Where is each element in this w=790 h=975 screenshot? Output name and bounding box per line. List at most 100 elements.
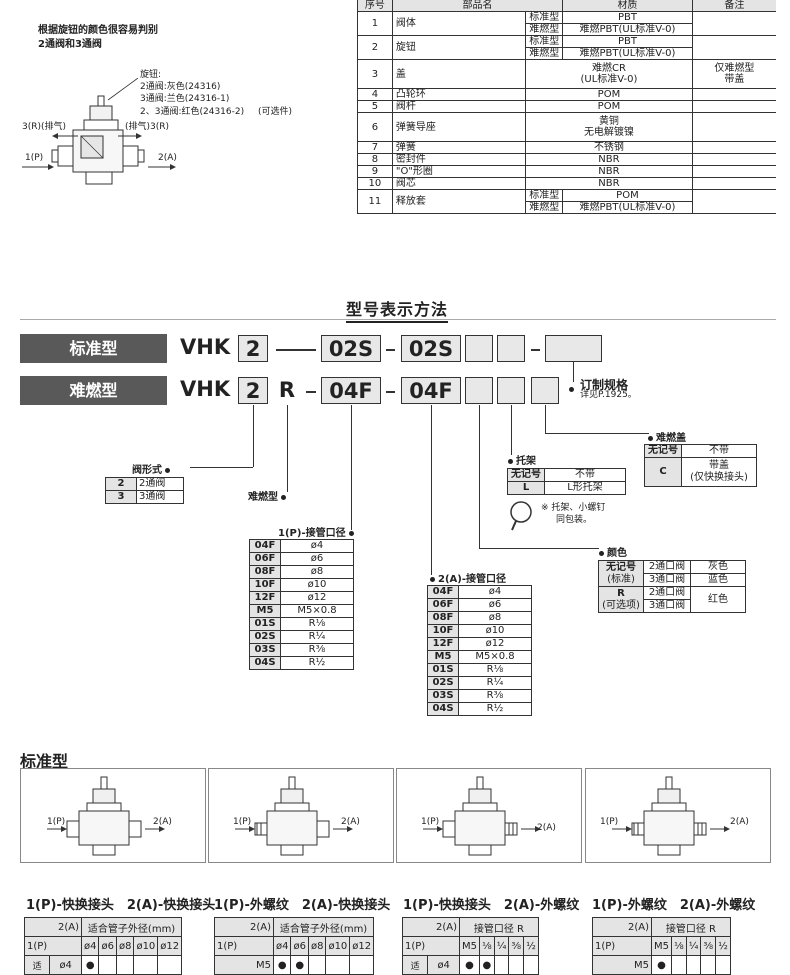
caption-1: 1(P)-快换接头 2(A)-快换接头 <box>26 898 216 913</box>
box-p-port-row1: 02S <box>321 335 381 362</box>
value: 带盖 (仅快换接头) <box>681 457 757 487</box>
knob-2way: 2通阀:灰色(24316) <box>140 82 221 92</box>
part-variant: 标准型 <box>525 189 564 202</box>
box-color-row1 <box>465 335 493 362</box>
part-note <box>691 153 776 166</box>
grid-col: ⅜ <box>508 936 525 956</box>
code: 12F <box>427 637 459 651</box>
value: ø10 <box>458 624 532 638</box>
value: R¼ <box>458 676 532 690</box>
value: ø6 <box>458 598 532 612</box>
custom-dot <box>569 379 574 398</box>
box-valve-type-row1: 2 <box>238 335 268 362</box>
code: 10F <box>249 578 281 592</box>
code: 04F <box>427 585 459 599</box>
box-a-port-row1: 02S <box>401 335 461 362</box>
code: 03S <box>249 643 281 657</box>
code: 01S <box>427 663 459 677</box>
grid-col-label: 2(A) <box>592 917 652 937</box>
color-label: 颜色 <box>599 544 627 559</box>
grid-col: ø6 <box>98 936 117 956</box>
leader-p-port <box>351 405 352 530</box>
value: 3通阀 <box>136 490 184 504</box>
code: 2 <box>105 477 137 491</box>
part-no: 7 <box>357 141 393 154</box>
part-material: PBT <box>562 11 693 24</box>
grid-row-label: 1(P) <box>214 936 274 956</box>
color-table: 无记号 (标准) 2通口阀 灰色 3通口阀 蓝色 R (可选项) 2通口阀 红色… <box>598 560 746 613</box>
grid-header: 适合管子外径(mm) <box>80 917 183 937</box>
grid-cell <box>685 955 702 975</box>
part-material: POM <box>525 88 693 101</box>
grid-col: ø10 <box>133 936 159 956</box>
value: ø8 <box>458 611 532 625</box>
code: 04F <box>249 539 281 553</box>
picture-1: 1(P) 2(A) <box>20 768 206 863</box>
box-a-port-row2: 04F <box>401 377 461 404</box>
code: 08F <box>249 565 281 579</box>
grid-col: ø8 <box>115 936 135 956</box>
leader-fr <box>287 405 288 492</box>
value: R½ <box>280 656 354 670</box>
part-name: 阀杆 <box>391 100 527 113</box>
port-out-label: 2(A) <box>341 817 360 827</box>
grid-col: ½ <box>523 936 539 956</box>
grid-row-group: 适 <box>23 955 51 975</box>
caption-4: 1(P)-外螺纹 2(A)-外螺纹 <box>592 898 756 913</box>
code: 12F <box>249 591 281 605</box>
valve: 2通口阀 <box>643 586 691 600</box>
grid-col: ø8 <box>307 936 327 956</box>
part-name: 密封件 <box>391 153 527 166</box>
bracket-note-2: 同包装。 <box>556 515 593 525</box>
code: M5 <box>427 650 459 664</box>
fr-type-label: 难燃型 <box>248 488 286 503</box>
parts-table: 序号 部品名 材质 备注 1 阀体 标准型 PBT 难燃型 难燃PBT(UL标准… <box>357 0 776 214</box>
part-note: 仅难燃型 带盖 <box>691 59 776 89</box>
part-material: NBR <box>525 177 693 190</box>
value: ø4 <box>280 539 354 553</box>
cover-table: 无记号 不带 C 带盖 (仅快换接头) <box>644 444 757 487</box>
grid-cell <box>671 955 687 975</box>
part-no: 11 <box>357 189 393 214</box>
part-note <box>691 177 776 190</box>
part-name: 阀体 <box>391 11 527 36</box>
grid-col-label: 2(A) <box>24 917 82 937</box>
caption-3: 1(P)-快换接头 2(A)-外螺纹 <box>403 898 580 913</box>
value: 不带 <box>681 444 757 458</box>
grid-cell <box>700 955 717 975</box>
grid-col: ⅛ <box>479 936 495 956</box>
code: 01S <box>249 617 281 631</box>
grid-cell <box>523 955 539 975</box>
grid-header: 接管口径 R <box>651 917 731 937</box>
code-sub: (可选项) <box>602 599 640 611</box>
box-bracket-row2 <box>497 377 525 404</box>
part-variant: 难燃型 <box>525 23 564 36</box>
grid-col-label: 2(A) <box>214 917 274 937</box>
part-material: 黄铜 无电解镀镍 <box>525 112 693 142</box>
dash <box>306 391 316 393</box>
part-name: 释放套 <box>391 189 527 214</box>
port-in-label: 1(P) <box>600 817 619 827</box>
col-material: 材质 <box>562 0 693 12</box>
part-no: 9 <box>357 165 393 178</box>
code: M5 <box>249 604 281 618</box>
grid-col: ø4 <box>80 936 100 956</box>
model-section-title: 型号表示方法 <box>346 296 449 323</box>
col-part: 部品名 <box>391 0 564 12</box>
standard-title: 标准型 <box>20 752 69 771</box>
value: ø10 <box>280 578 354 592</box>
grid-header: 适合管子外径(mm) <box>272 917 375 937</box>
col-no: 序号 <box>357 0 393 12</box>
value: R⅜ <box>280 643 354 657</box>
value: M5×0.8 <box>458 650 532 664</box>
exhaust-left-label: 3(R)(排气) <box>22 122 67 132</box>
part-note <box>691 189 776 214</box>
material-line-1: 难燃CR <box>591 63 626 74</box>
section-rule <box>20 319 776 320</box>
std-band: 标准型 <box>20 334 167 363</box>
grid-row-label: 1(P) <box>592 936 652 956</box>
bracket-note-1: ※ 托架、小螺钉 <box>541 503 606 513</box>
